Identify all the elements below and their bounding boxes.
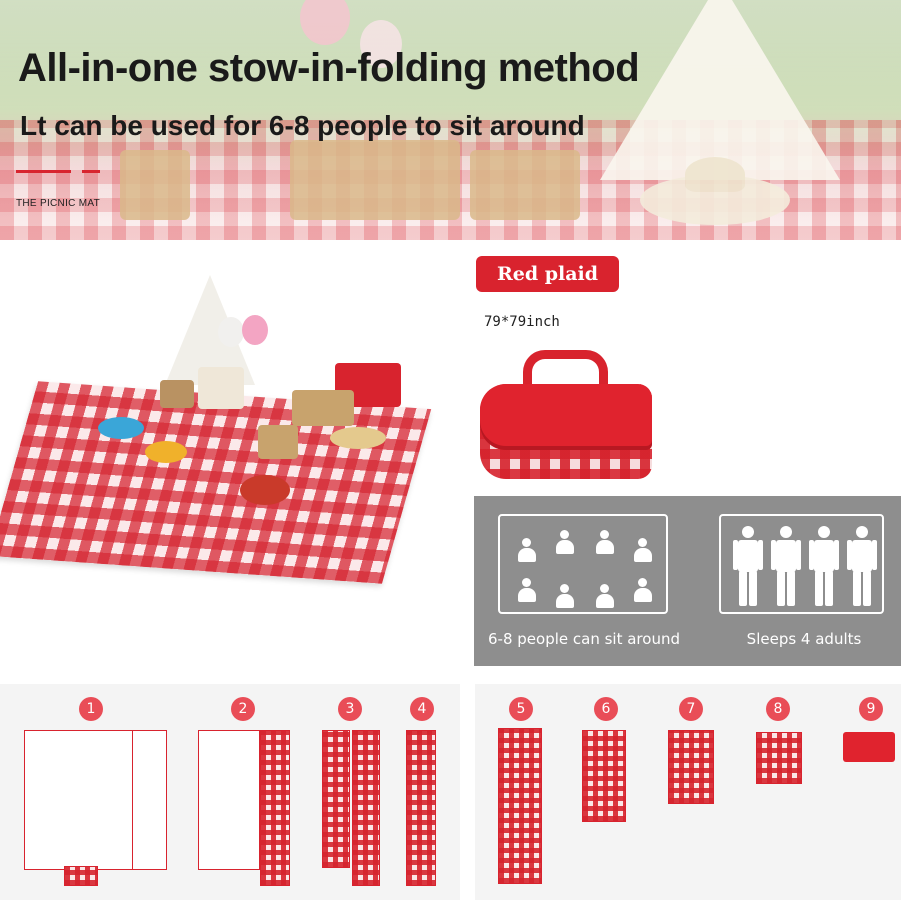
sit-capacity-label: 6-8 people can sit around — [488, 630, 680, 648]
bread-bag — [198, 367, 244, 409]
step-number: 5 — [509, 697, 533, 721]
step-5-mat-strip — [498, 728, 542, 884]
standing-person-icon — [771, 526, 801, 606]
step-number: 6 — [594, 697, 618, 721]
picnic-scene-photo — [0, 255, 440, 655]
sitting-person-icon — [630, 538, 656, 564]
step-1-pocket — [64, 866, 98, 886]
sleep-capacity-box — [719, 514, 884, 614]
basket — [160, 380, 194, 408]
picnic-mat — [0, 381, 432, 584]
step-8-mat-folded — [756, 732, 802, 784]
carry-handle — [523, 350, 608, 392]
banner-basket — [470, 150, 580, 220]
capacity-panel: 6-8 people can sit around Sleeps 4 adult… — [474, 496, 901, 666]
straw-hat — [330, 427, 386, 449]
sleep-capacity-label: Sleeps 4 adults — [746, 630, 862, 648]
balloon — [360, 20, 402, 68]
banner-basket — [290, 140, 460, 220]
size-label: 79*79inch — [484, 314, 560, 330]
sitting-person-icon — [592, 530, 618, 556]
step-2-mat-folded-strip — [260, 730, 290, 886]
accent-dash — [16, 170, 71, 173]
accent-dash — [82, 170, 100, 173]
step-6-mat-folded — [582, 730, 626, 822]
step-number: 7 — [679, 697, 703, 721]
balloon — [300, 0, 350, 45]
sitting-person-icon — [514, 578, 540, 604]
step-3-mat-strip — [352, 730, 380, 886]
sitting-person-icon — [552, 530, 578, 556]
fruit-plate — [145, 441, 187, 463]
rolled-mat-product — [478, 346, 653, 481]
step-3-mat-strip — [322, 730, 350, 868]
step-number: 4 — [410, 697, 434, 721]
sitting-person-icon — [514, 538, 540, 564]
step-2-mat-plain-side — [198, 730, 260, 870]
sit-capacity-box — [498, 514, 668, 614]
step-number: 9 — [859, 697, 883, 721]
banner-straw-hat — [640, 157, 790, 225]
banner-basket — [120, 150, 190, 220]
page-headline: All-in-one stow-in-folding method — [18, 46, 640, 90]
standing-person-icon — [847, 526, 877, 606]
balloon — [242, 315, 268, 345]
hat — [98, 417, 144, 439]
step-1-mat-fold-panel — [132, 730, 167, 870]
mat-roll-flap — [480, 384, 652, 450]
step-4-mat-strip — [406, 730, 436, 886]
step-7-mat-folded — [668, 730, 714, 804]
standing-person-icon — [733, 526, 763, 606]
balloon — [218, 317, 244, 347]
step-9-mat-rolled — [843, 732, 895, 762]
hero-banner: All-in-one stow-in-folding method Lt can… — [0, 0, 901, 240]
basket — [258, 425, 298, 459]
step-number: 2 — [231, 697, 255, 721]
sitting-person-icon — [552, 584, 578, 610]
basket — [292, 390, 354, 426]
fruit-pile — [240, 475, 290, 505]
standing-person-icon — [809, 526, 839, 606]
page-subheadline: Lt can be used for 6-8 people to sit aro… — [20, 110, 585, 141]
step-number: 1 — [79, 697, 103, 721]
sitting-person-icon — [592, 584, 618, 610]
sitting-person-icon — [630, 578, 656, 604]
brand-tagline: THE PICNIC MAT — [16, 198, 101, 209]
color-variant-badge: Red plaid — [476, 256, 619, 292]
step-1-mat-unfolded — [24, 730, 134, 870]
banner-tent — [600, 0, 840, 180]
step-number: 8 — [766, 697, 790, 721]
step-number: 3 — [338, 697, 362, 721]
